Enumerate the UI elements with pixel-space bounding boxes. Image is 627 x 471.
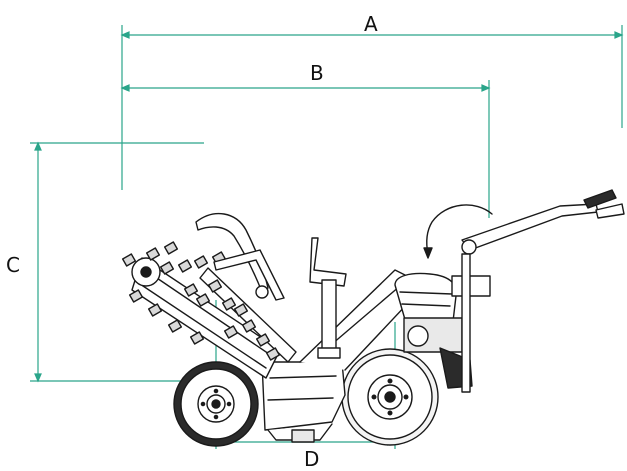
dimension-label-a: A: [364, 12, 378, 36]
dimension-b-arrow-right: [481, 84, 491, 92]
dimension-c-arrow-bottom: [34, 373, 42, 383]
seat-post: [309, 237, 347, 359]
dimension-b-arrow-left: [120, 84, 130, 92]
front-wheel: [173, 361, 259, 447]
dimension-label-c: C: [6, 253, 20, 277]
dimension-label-d: D: [304, 447, 320, 471]
dimension-c-arrow-top: [34, 141, 42, 151]
boom-guard: [195, 212, 285, 301]
digging-chain: [131, 257, 297, 379]
dimension-a-arrow-left: [120, 31, 130, 39]
dimension-label-b: B: [310, 61, 324, 85]
rotation-arrow: [423, 204, 493, 259]
trencher-machine: [121, 189, 625, 447]
handlebar: [461, 189, 625, 393]
chain-teeth: [121, 241, 281, 361]
rear-wheel: [341, 348, 439, 446]
dimension-a-arrow-right: [614, 31, 624, 39]
